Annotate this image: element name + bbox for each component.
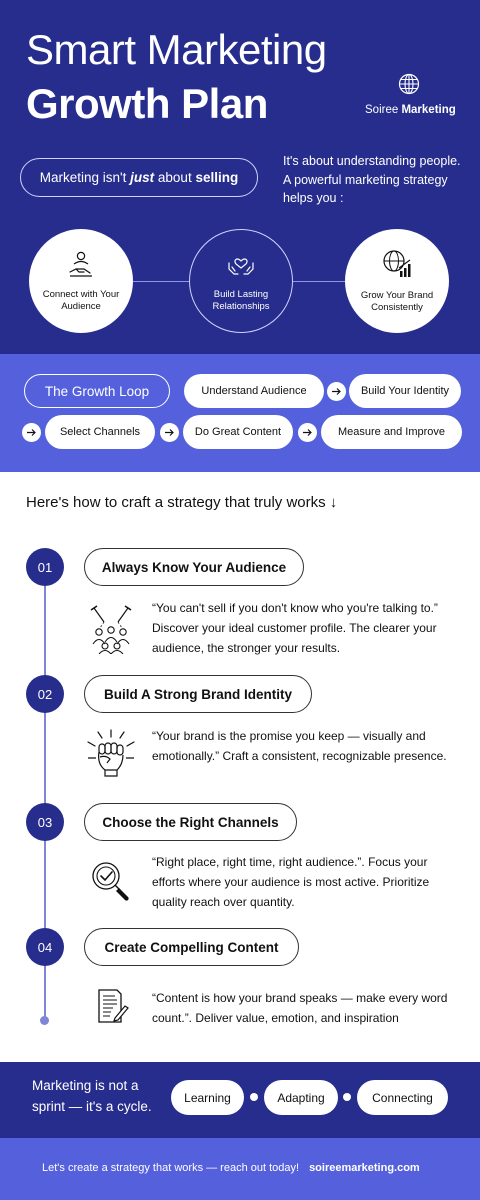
timeline-line [44,568,46,1020]
loop-step-measure: Measure and Improve [321,415,462,449]
cycle-adapting: Adapting [264,1080,338,1115]
cycle-dot [343,1093,351,1101]
cta-line: Let's create a strategy that works — rea… [42,1162,420,1174]
intro-pill-em: just [130,170,155,185]
arrow-right-icon [298,423,317,442]
page-title-line1: Smart Marketing [26,26,327,73]
arrow-right-icon [160,423,179,442]
document-pen-icon [80,975,142,1037]
step-description: “Your brand is the promise you keep — vi… [152,729,447,763]
step-number: 02 [26,675,64,713]
audience-spotlight-icon [80,598,142,660]
timeline-end-dot [40,1016,49,1025]
growth-loop-section [0,354,480,472]
pillar-relationships: Build Lasting Relationships [189,229,293,333]
pillar-connect: Connect with Your Audience [29,229,133,333]
step-description: “You can't sell if you don't know who yo… [152,601,438,655]
brand-bold: Marketing [401,104,456,116]
website-link[interactable]: soireemarketing.com [309,1162,420,1174]
loop-step-content: Do Great Content [183,415,293,449]
step-title: Choose the Right Channels [84,803,297,841]
cta-bar [0,1138,480,1200]
heart-hands-icon [228,258,254,275]
step-description: “Content is how your brand speaks — make… [152,991,448,1025]
step-description: “Right place, right time, right audience… [152,855,430,909]
pillar-connect-label: Connect with Your Audience [42,289,120,312]
cycle-learning: Learning [171,1080,244,1115]
loop-step-understand: Understand Audience [184,374,324,408]
cycle-dot [250,1093,258,1101]
how-heading: Here's how to craft a strategy that trul… [26,494,338,511]
intro-pill-pre: Marketing isn't [39,170,131,185]
step-number: 04 [26,928,64,966]
pillar-grow-label: Grow Your Brand Consistently [360,290,434,313]
cycle-text: Marketing is not a sprint — it's a cycle… [32,1078,152,1114]
cta-text: Let's create a strategy that works — rea… [42,1162,300,1174]
intro-pill: Marketing isn't just about selling [20,158,258,197]
loop-step-identity: Build Your Identity [349,374,461,408]
arrow-right-icon [22,423,41,442]
intro-pill-mid: about [154,170,196,185]
cycle-connecting: Connecting [357,1080,448,1115]
handshake-person-icon [69,251,92,277]
pillar-relationships-label: Build Lasting Relationships [212,289,270,312]
step-title: Create Compelling Content [84,928,299,966]
step-title: Build A Strong Brand Identity [84,675,312,713]
loop-step-channels: Select Channels [45,415,155,449]
pillar-grow: Grow Your Brand Consistently [345,229,449,333]
magnifier-check-icon [80,850,142,912]
brand-globe-icon [398,73,420,95]
intro-text: It's about understanding people. A power… [283,154,461,205]
intro-pill-bold: selling [195,170,239,185]
globe-growth-icon [383,250,411,277]
step-number: 03 [26,803,64,841]
page-title-line2: Growth Plan [26,80,268,127]
brand-light: Soiree [365,104,399,116]
step-title: Always Know Your Audience [84,548,304,586]
fist-icon [80,724,142,786]
arrow-right-icon [327,382,346,401]
growth-loop-title: The Growth Loop [24,374,170,408]
step-number: 01 [26,548,64,586]
brand-name: Soiree Marketing [365,104,456,116]
